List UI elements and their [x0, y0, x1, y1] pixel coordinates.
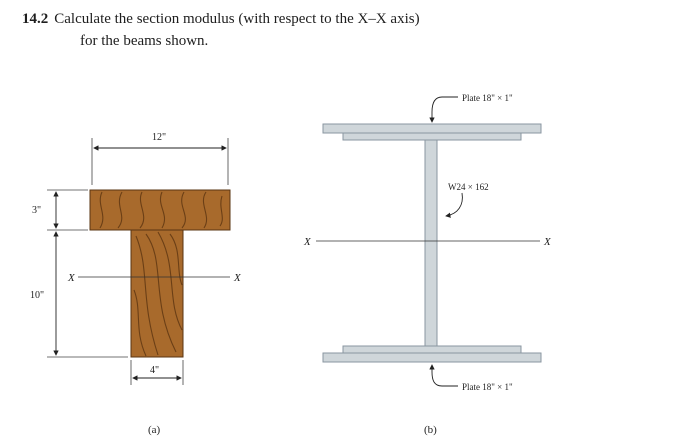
top-plate	[322, 123, 542, 134]
problem-statement: 14.2 Calculate the section modulus (with …	[22, 8, 682, 52]
leader-top-plate	[429, 96, 458, 123]
web	[424, 139, 438, 347]
wood-grain	[99, 191, 223, 357]
axis-label-right-a: X	[233, 272, 242, 284]
problem-text-line1: Calculate the section modulus (with resp…	[54, 11, 420, 27]
bottom-flange	[342, 345, 522, 354]
bottom-plate	[322, 352, 542, 363]
axis-label-right-b: X	[543, 236, 552, 248]
label-w-section: W24 × 162	[448, 182, 489, 192]
dim-10-label: 10"	[30, 290, 44, 301]
axis-label-left-a: X	[67, 272, 76, 284]
axis-label-left-b: X	[303, 236, 312, 248]
dim-3-label: 3"	[32, 205, 41, 216]
figure-a-timber-tee: 12" 3" 10" X	[30, 132, 242, 436]
caption-b: (b)	[424, 424, 437, 436]
tee-flange	[89, 189, 231, 231]
label-bottom-plate: Plate 18" × 1"	[462, 382, 513, 392]
leader-bottom-plate	[429, 364, 458, 387]
figure-b-steel-section: X X Plate 18" × 1" W24 × 162 Plate 18" ×…	[303, 93, 552, 436]
top-flange	[342, 132, 522, 141]
tee-web	[130, 229, 184, 358]
label-top-plate: Plate 18" × 1"	[462, 93, 513, 103]
leader-w-section	[445, 192, 463, 218]
problem-number: 14.2	[22, 11, 49, 27]
dim-4-label: 4"	[150, 365, 159, 376]
dim-12-label: 12"	[152, 132, 166, 143]
caption-a: (a)	[148, 424, 161, 436]
problem-text-line2: for the beams shown.	[80, 33, 209, 49]
